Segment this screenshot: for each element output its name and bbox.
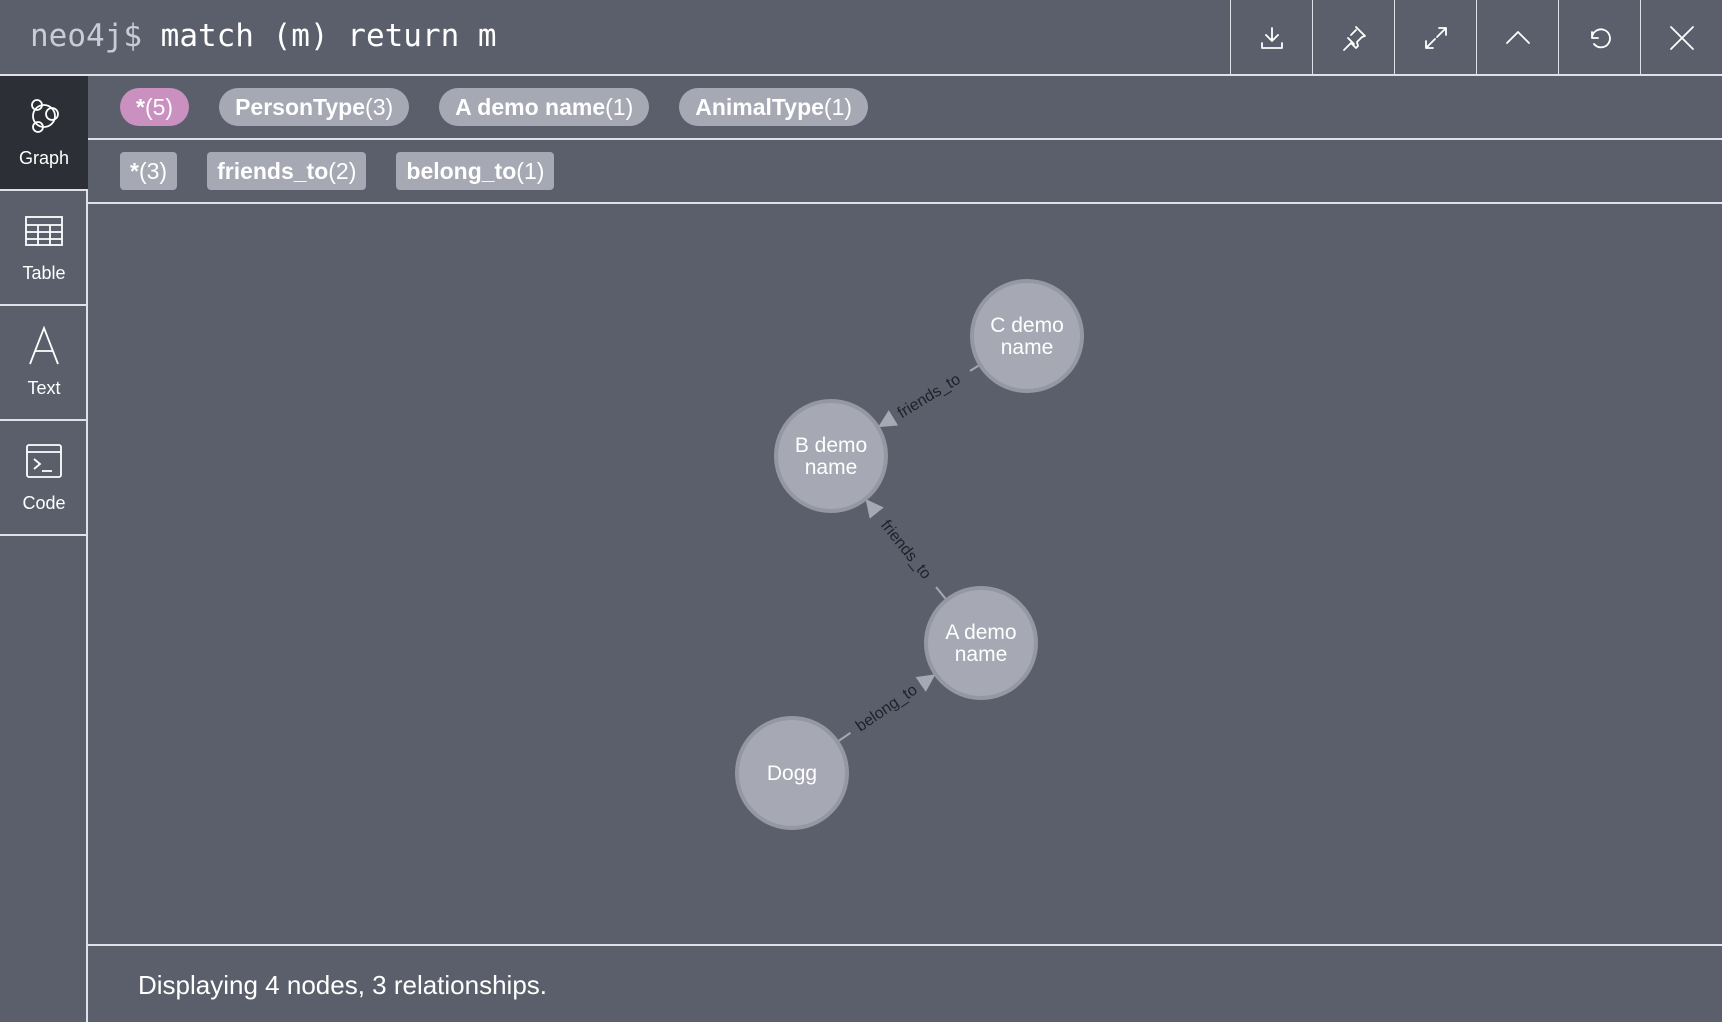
refresh-icon (1590, 28, 1611, 49)
relationship-label: friends_to (877, 517, 934, 583)
rel-type-count: (2) (328, 157, 357, 184)
sidebar-item-label: Table (22, 263, 66, 283)
relationship-label: belong_to (853, 681, 921, 735)
label-count: (5) (144, 93, 174, 120)
pin-button[interactable] (1312, 0, 1394, 76)
rel-type-count: (3) (138, 157, 168, 184)
table-icon (25, 216, 63, 246)
node-label-all[interactable]: *(5) (120, 88, 190, 126)
relationship-friends-to[interactable]: friends_to (878, 364, 979, 428)
node-circle[interactable] (924, 586, 1038, 700)
rel-type-name: belong_to (406, 157, 517, 184)
sidebar-item-label: Graph (18, 148, 70, 168)
relationship-arrow[interactable] (865, 499, 884, 519)
status-text: Displaying 4 nodes, 3 relationships. (138, 970, 548, 1000)
node-caption: name (805, 456, 858, 479)
rel-type-name: friends_to (217, 157, 329, 184)
rel-type-friends-to[interactable]: friends_to(2) (207, 152, 367, 190)
rel-type-count: (1) (516, 157, 545, 184)
node-caption: name (1001, 336, 1054, 359)
label-name: * (136, 93, 145, 120)
rel-type-belong-to[interactable]: belong_to(1) (396, 152, 555, 190)
relationship-line[interactable] (838, 731, 852, 742)
status-bar: Displaying 4 nodes, 3 relationships. (88, 944, 1722, 1022)
prompt-label: neo4j$ (30, 18, 142, 54)
collapse-button[interactable] (1476, 0, 1558, 76)
download-button[interactable] (1230, 0, 1312, 76)
label-name: AnimalType (695, 93, 824, 120)
label-name: A demo name (455, 93, 606, 120)
sidebar-item-label: Text (27, 378, 61, 398)
code-icon (26, 444, 62, 478)
node-caption: B demo (795, 434, 867, 457)
sidebar-item-table[interactable]: Table (0, 191, 88, 306)
relationship-label: friends_to (895, 371, 964, 422)
frame-header: neo4j$ match (m) return m (0, 0, 1722, 76)
label-count: (1) (605, 93, 634, 120)
expand-icon (1424, 27, 1447, 49)
relationship-belong-to[interactable]: belong_to (838, 674, 936, 742)
sidebar-item-text[interactable]: Text (0, 306, 88, 421)
node-caption: name (955, 643, 1008, 666)
expand-button[interactable] (1394, 0, 1476, 76)
download-icon (1260, 27, 1283, 49)
node-label-a-demo-name[interactable]: A demo name(1) (439, 88, 650, 126)
query-editor[interactable]: neo4j$ match (m) return m (30, 18, 497, 54)
graph-icon (31, 99, 59, 133)
relationship-line[interactable] (935, 586, 947, 600)
sidebar-item-code[interactable]: Code (0, 421, 88, 536)
node-label-persontype[interactable]: PersonType(3) (219, 88, 410, 126)
rel-type-all[interactable]: *(3) (120, 152, 178, 190)
node-caption: C demo (990, 314, 1064, 337)
node-caption: Dogg (767, 762, 817, 785)
refresh-button[interactable] (1558, 0, 1640, 76)
relationship-arrow[interactable] (878, 410, 899, 428)
node-circle[interactable] (970, 279, 1084, 393)
sidebar-item-graph[interactable]: Graph (0, 76, 88, 191)
pin-icon (1342, 26, 1366, 51)
text-icon (29, 326, 59, 365)
relationship-arrow[interactable] (915, 674, 936, 692)
label-name: PersonType (235, 93, 366, 120)
node-circle[interactable] (774, 399, 888, 513)
relationship-line[interactable] (969, 364, 979, 372)
relationship-friends-to[interactable]: friends_to (865, 499, 947, 600)
node-caption: A demo (945, 621, 1016, 644)
collapse-icon (1505, 31, 1530, 44)
view-sidebar: Graph Table Text Code (0, 76, 88, 1022)
close-icon (1669, 26, 1694, 50)
node-label-animaltype[interactable]: AnimalType(1) (679, 88, 869, 126)
label-count: (1) (823, 93, 853, 120)
sidebar-item-label: Code (22, 493, 66, 513)
node-labels-bar: *(5) PersonType(3) A demo name(1) Animal… (88, 76, 1722, 140)
relationship-types-bar: *(3) friends_to(2) belong_to(1) (88, 140, 1722, 204)
rel-type-name: * (130, 157, 139, 184)
node-circle[interactable] (735, 716, 849, 830)
query-text[interactable]: match (m) return m (160, 18, 497, 54)
graph-node-d[interactable]: Dogg (735, 716, 849, 830)
label-count: (3) (365, 93, 394, 120)
close-button[interactable] (1640, 0, 1722, 76)
